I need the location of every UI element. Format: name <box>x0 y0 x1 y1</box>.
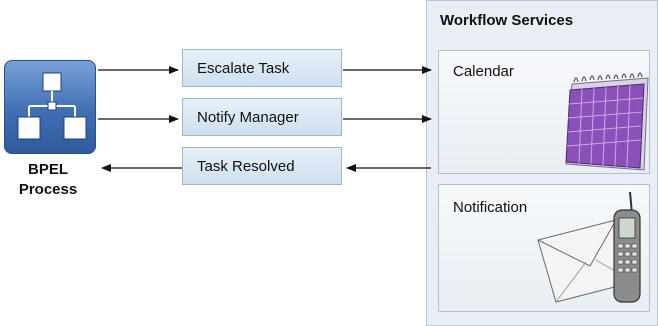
flowchart-icon <box>17 72 87 140</box>
task-resolved-label: Task Resolved <box>197 157 295 175</box>
bpel-process-icon <box>4 60 96 154</box>
task-resolved-box: Task Resolved <box>182 147 342 185</box>
bpel-label-line1: BPEL <box>27 161 68 178</box>
envelope-icon <box>537 219 635 303</box>
escalate-task-label: Escalate Task <box>197 59 290 77</box>
calendar-label: Calendar <box>453 63 514 80</box>
notification-label: Notification <box>453 199 528 216</box>
bpel-label-line2: Process <box>18 181 78 198</box>
escalate-task-box: Escalate Task <box>182 49 342 87</box>
mobile-phone-icon <box>613 191 641 303</box>
notify-manager-box: Notify Manager <box>182 98 342 136</box>
workflow-services-title: Workflow Services <box>440 12 574 29</box>
notify-manager-label: Notify Manager <box>197 108 299 126</box>
bpel-process-label: BPEL Process <box>0 160 96 200</box>
